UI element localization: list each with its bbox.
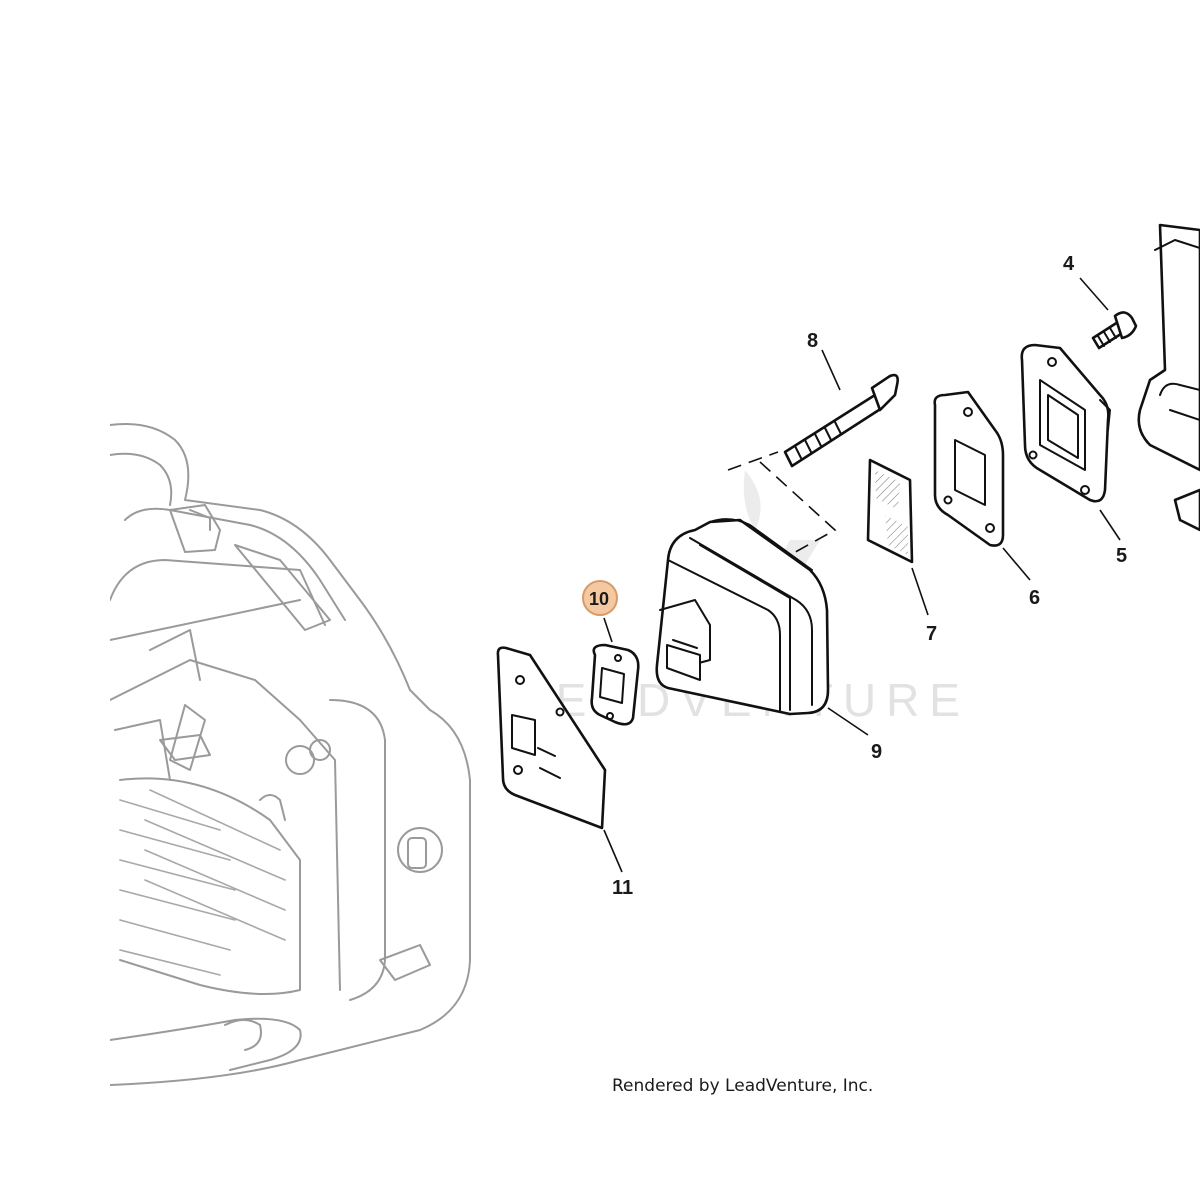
part-11-plate [496, 646, 607, 830]
callout-6[interactable]: 6 [1029, 587, 1040, 609]
part-10-gasket [590, 643, 640, 726]
callout-10[interactable]: 10 [589, 589, 609, 609]
part-9-muffler [655, 518, 830, 716]
callout-4[interactable]: 4 [1063, 253, 1075, 275]
part-8-bolt [783, 373, 899, 468]
callout-5[interactable]: 5 [1116, 545, 1127, 567]
part-5-heat-shield [1020, 343, 1111, 503]
part-7-screen [866, 458, 914, 564]
leader-lines [603, 277, 1121, 873]
alignment-line [727, 451, 837, 556]
part-bracket-right [1137, 223, 1200, 532]
callout-10-highlight [582, 580, 618, 616]
callout-8[interactable]: 8 [807, 330, 818, 352]
callouts: 4 5 6 7 8 9 10 11 [582, 253, 1127, 899]
callout-7[interactable]: 7 [926, 623, 937, 645]
chainsaw-body-outline [110, 423, 471, 1086]
render-credit: Rendered by LeadVenture, Inc. [612, 1076, 874, 1096]
callout-9[interactable]: 9 [871, 741, 882, 763]
part-4-screw [1091, 311, 1138, 350]
callout-11[interactable]: 11 [612, 877, 633, 899]
part-6-gasket [933, 390, 1005, 547]
